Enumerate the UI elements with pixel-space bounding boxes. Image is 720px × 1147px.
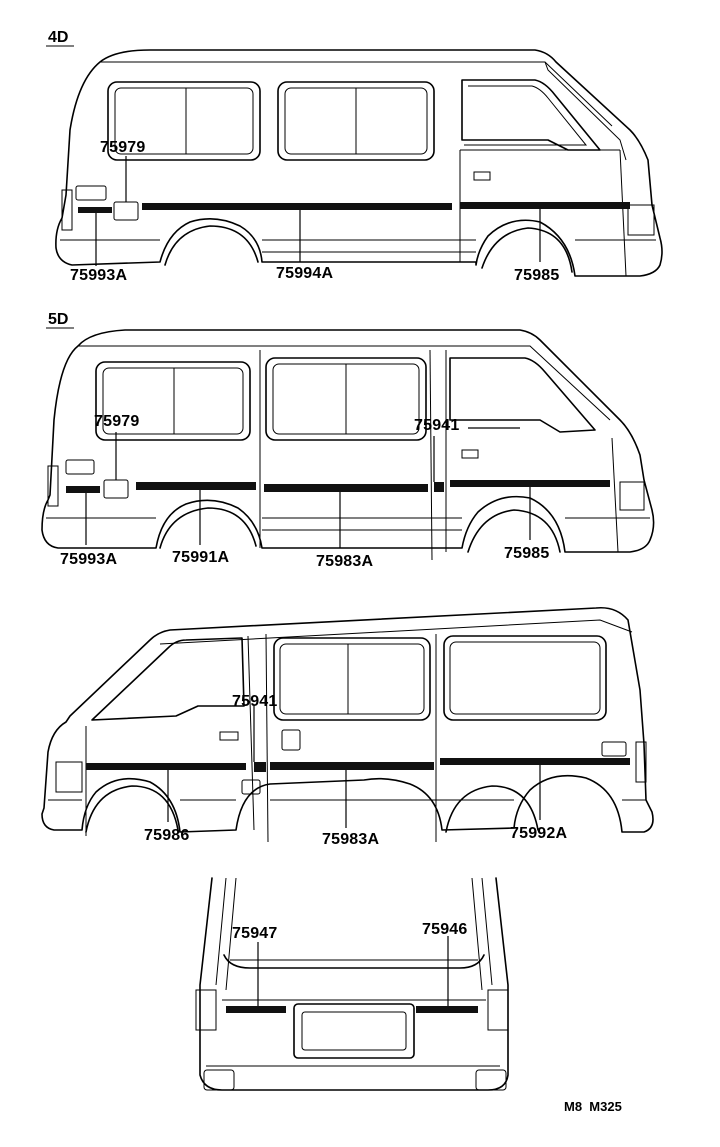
van-4d-drawing: 4D xyxy=(46,29,663,277)
callout-75941-5d: 75941 xyxy=(414,417,460,434)
van-5d-drawing: 5D xyxy=(41,311,655,561)
van-rear-drawing xyxy=(195,877,509,1091)
callout-75992a-right: 75992A xyxy=(510,825,567,842)
callout-75991a-5d: 75991A xyxy=(172,549,229,566)
section-title-5d: 5D xyxy=(48,311,68,328)
van-right-side-drawing xyxy=(41,606,654,843)
callout-75986-right: 75986 xyxy=(144,827,190,844)
callout-75979-5d: 75979 xyxy=(94,413,140,430)
callout-75983a-right: 75983A xyxy=(322,831,379,848)
callout-75946-rear: 75946 xyxy=(422,921,468,938)
callout-75979-4d: 75979 xyxy=(100,139,146,156)
callout-75947-rear: 75947 xyxy=(232,925,278,942)
callout-75993a-4d: 75993A xyxy=(70,267,127,284)
callout-75983a-5d: 75983A xyxy=(316,553,373,570)
callout-75985-4d: 75985 xyxy=(514,267,560,284)
callout-75941-right: 75941 xyxy=(232,693,278,710)
diagram-reference-code: M8 M325 xyxy=(564,1099,622,1114)
callout-75985-5d: 75985 xyxy=(504,545,550,562)
callout-75994a-4d: 75994A xyxy=(276,265,333,282)
callout-75993a-5d: 75993A xyxy=(60,551,117,568)
section-title-4d: 4D xyxy=(48,29,68,46)
